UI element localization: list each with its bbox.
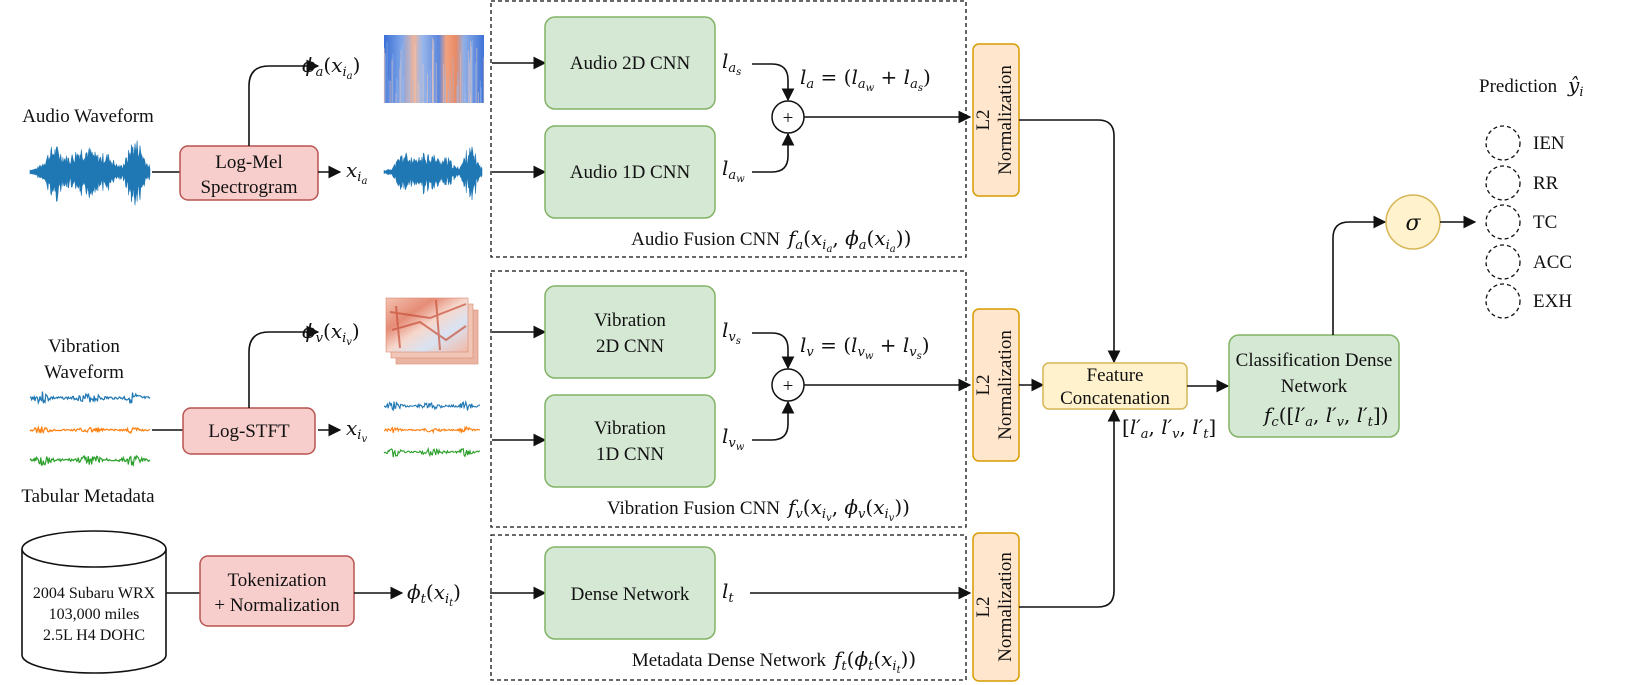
dense-network-label: Dense Network [571, 584, 690, 605]
tokenization-label-2: + Normalization [214, 595, 340, 616]
feature-concatenation-label-1: Feature [1087, 365, 1144, 386]
concat-vector-symbol: [l′a, l′v, l′t] [1122, 415, 1216, 442]
class-node-exh [1485, 283, 1521, 319]
class-label-exh: EXH [1533, 291, 1572, 312]
classification-dense-network-box [1228, 334, 1400, 438]
audio-1d-cnn-box [544, 125, 716, 219]
audio-waveform-plot [29, 140, 151, 206]
audio-sum-plus: + [783, 108, 794, 129]
vibration-1d-cnn-label-2: 1D CNN [596, 444, 664, 465]
f-a-symbol: fa(xia, ϕa(xia)) [786, 226, 911, 255]
vibration-waveform-label-1: Vibration [48, 336, 120, 357]
l-vs-symbol: lvs [722, 318, 741, 347]
vibration-waveform-label-2: Waveform [44, 362, 124, 383]
phi-a-symbol: ϕa(xia) [302, 53, 360, 82]
vibration-1d-cnn-label-1: Vibration [594, 418, 666, 439]
class-node-ien [1485, 125, 1521, 161]
l-t-symbol: lt [722, 579, 734, 606]
l2-norm-audio-line1: L2 [973, 109, 994, 130]
metadata-line-2: 103,000 miles [49, 606, 140, 623]
feature-concatenation-label-2: Concatenation [1060, 388, 1170, 409]
l2-norm-vibration-line1: L2 [973, 374, 994, 395]
l-v-equation: lv = (lvw + lvs) [800, 333, 930, 362]
audio-2d-cnn-label: Audio 2D CNN [570, 53, 691, 74]
vibration-2d-cnn-box [544, 285, 716, 379]
prediction-label: Prediction [1479, 76, 1558, 97]
class-label-ien: IEN [1533, 133, 1565, 154]
class-label-tc: TC [1533, 212, 1557, 233]
vibration-1d-cnn-box [544, 394, 716, 488]
audio-waveform-small [383, 146, 483, 200]
l2-norm-vibration: L2 Normalization [972, 308, 1020, 462]
l-aw-symbol: law [722, 156, 745, 185]
log-mel-label-1: Log-Mel [215, 152, 283, 173]
audio-1d-cnn-label: Audio 1D CNN [570, 162, 691, 183]
l2-norm-audio-line2: Normalization [995, 65, 1016, 175]
log-stft-label: Log-STFT [208, 421, 290, 442]
prediction-classes: IEN RR TC ACC EXH [1485, 125, 1572, 319]
metadata-line-1: 2004 Subaru WRX [33, 585, 156, 602]
f-v-symbol: fv(xiv, ϕv(xiv)) [786, 495, 910, 524]
classifier-label-1: Classification Dense [1236, 350, 1393, 371]
classifier-label-2: Network [1281, 376, 1348, 397]
audio-fusion-group [490, 0, 967, 258]
l-a-equation: la = (law + las) [800, 65, 931, 94]
l2-norm-metadata: L2 Normalization [972, 532, 1020, 682]
l2-norm-metadata-line1: L2 [973, 596, 994, 617]
vibration-2d-cnn-label-1: Vibration [594, 310, 666, 331]
audio-fusion-caption: Audio Fusion CNN [631, 229, 780, 250]
metadata-line-3: 2.5L H4 DOHC [43, 627, 145, 644]
class-node-rr [1485, 165, 1521, 201]
l2-norm-vibration-line2: Normalization [995, 330, 1016, 440]
vibration-fusion-caption: Vibration Fusion CNN [607, 498, 780, 519]
tokenization-label-1: Tokenization [228, 570, 327, 591]
vibration-fusion-group [490, 270, 967, 528]
phi-t-symbol: ϕt(xit) [407, 580, 461, 609]
metadata-database-cylinder [21, 530, 167, 674]
tokenization-box [199, 555, 355, 627]
vibration-waveform-plot [29, 391, 151, 467]
class-label-rr: RR [1533, 173, 1559, 194]
log-mel-label-2: Spectrogram [200, 177, 297, 198]
audio-2d-cnn-box [544, 16, 716, 110]
sigmoid-symbol: σ [1405, 211, 1421, 236]
f-t-symbol: ft(ϕt(xit)) [832, 647, 916, 676]
tabular-metadata-label: Tabular Metadata [21, 486, 155, 507]
phi-v-symbol: ϕv(xiv) [302, 319, 360, 348]
audio-spectrogram-image [383, 35, 485, 103]
dense-network-box [544, 546, 716, 640]
l-as-symbol: las [722, 49, 741, 78]
x-ia-symbol: xia [346, 158, 367, 187]
l2-norm-metadata-line2: Normalization [995, 552, 1016, 662]
audio-waveform-label: Audio Waveform [22, 106, 154, 127]
class-label-acc: ACC [1533, 252, 1572, 273]
metadata-dense-group [490, 534, 967, 681]
f-c-symbol: fc([l′a, l′v, l′t]) [1262, 403, 1389, 430]
x-iv-symbol: xiv [346, 416, 367, 445]
metadata-dense-caption: Metadata Dense Network [632, 650, 827, 671]
class-node-acc [1485, 244, 1521, 280]
vibration-spectrogram-image [385, 297, 479, 365]
vibration-waveform-small [383, 399, 481, 458]
l2-norm-audio: L2 Normalization [972, 43, 1020, 197]
class-node-tc [1485, 204, 1521, 240]
l-vw-symbol: lvw [722, 424, 745, 453]
vibration-sum-plus: + [783, 376, 794, 397]
vibration-2d-cnn-label-2: 2D CNN [596, 336, 664, 357]
prediction-symbol: ŷi [1567, 73, 1583, 100]
